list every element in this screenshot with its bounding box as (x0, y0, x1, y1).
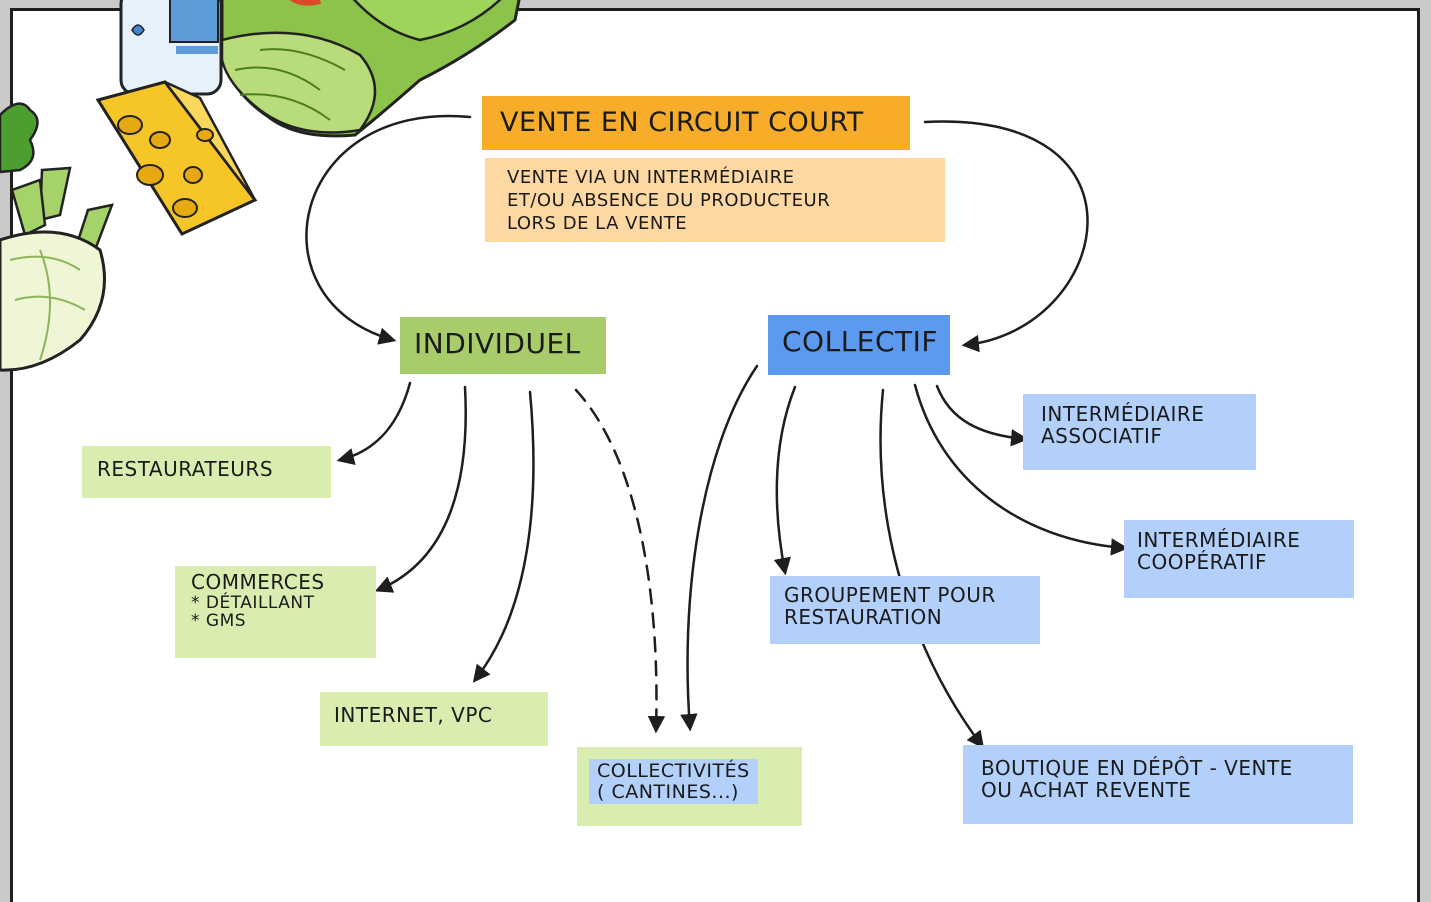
commerces-label: Commerces (191, 570, 325, 594)
description-box: Vente via un intermédiaire et/ou absence… (485, 158, 945, 242)
intermediaire-associatif-box: Intermédiaire associatif (1023, 394, 1256, 470)
commerces-sub-gms: * GMS (191, 610, 247, 631)
internet-label: Internet, VPC (334, 703, 493, 727)
commerces-box: Commerces * Détaillant * GMS (175, 566, 376, 658)
fennel-icon (0, 166, 114, 372)
intermediaire-cooperatif-box: Intermédiaire coopératif (1124, 520, 1354, 598)
boutique-box: Boutique en dépôt - vente ou achat reven… (963, 745, 1353, 824)
intermediaire-associatif-line-2: associatif (1041, 423, 1163, 448)
individuel-label: Individuel (414, 327, 581, 360)
boutique-line-2: ou achat revente (981, 777, 1192, 802)
groupement-line-1: Groupement pour (784, 583, 996, 607)
intermediaire-cooperatif-line-2: coopératif (1137, 549, 1267, 574)
intermediaire-associatif-line-1: Intermédiaire (1041, 402, 1205, 426)
lettuce-icon (220, 0, 521, 138)
groupement-box: Groupement pour restauration (770, 576, 1040, 644)
collectif-label: Collectif (782, 325, 938, 358)
individuel-box: Individuel (400, 317, 606, 374)
collectivites-box: Collectivités ( Cantines...) (577, 747, 802, 826)
water-bottle-icon (119, 0, 223, 96)
collectivites-inner: Collectivités ( Cantines...) (589, 759, 758, 805)
collectivites-label: Collectivités (597, 760, 750, 782)
restaurateurs-label: Restaurateurs (97, 457, 274, 481)
collectif-box: Collectif (768, 315, 950, 375)
parsley-icon (0, 102, 39, 174)
title-text: Vente en circuit court (500, 107, 864, 138)
internet-box: Internet, VPC (320, 692, 548, 746)
commerces-sub-detaillant: * Détaillant (191, 592, 315, 613)
description-line-3: lors de la vente (507, 213, 688, 235)
restaurateurs-box: Restaurateurs (82, 446, 331, 498)
description-line-1: Vente via un intermédiaire (507, 167, 795, 188)
intermediaire-cooperatif-line-1: Intermédiaire (1137, 528, 1301, 552)
description-line-2: et/ou absence du producteur (507, 190, 831, 212)
cheese-wedge-icon (95, 80, 258, 236)
groupement-line-2: restauration (784, 604, 943, 629)
title-box: Vente en circuit court (482, 96, 910, 150)
collectivites-sub: ( Cantines...) (597, 780, 739, 803)
boutique-line-1: Boutique en dépôt - vente (981, 756, 1293, 780)
